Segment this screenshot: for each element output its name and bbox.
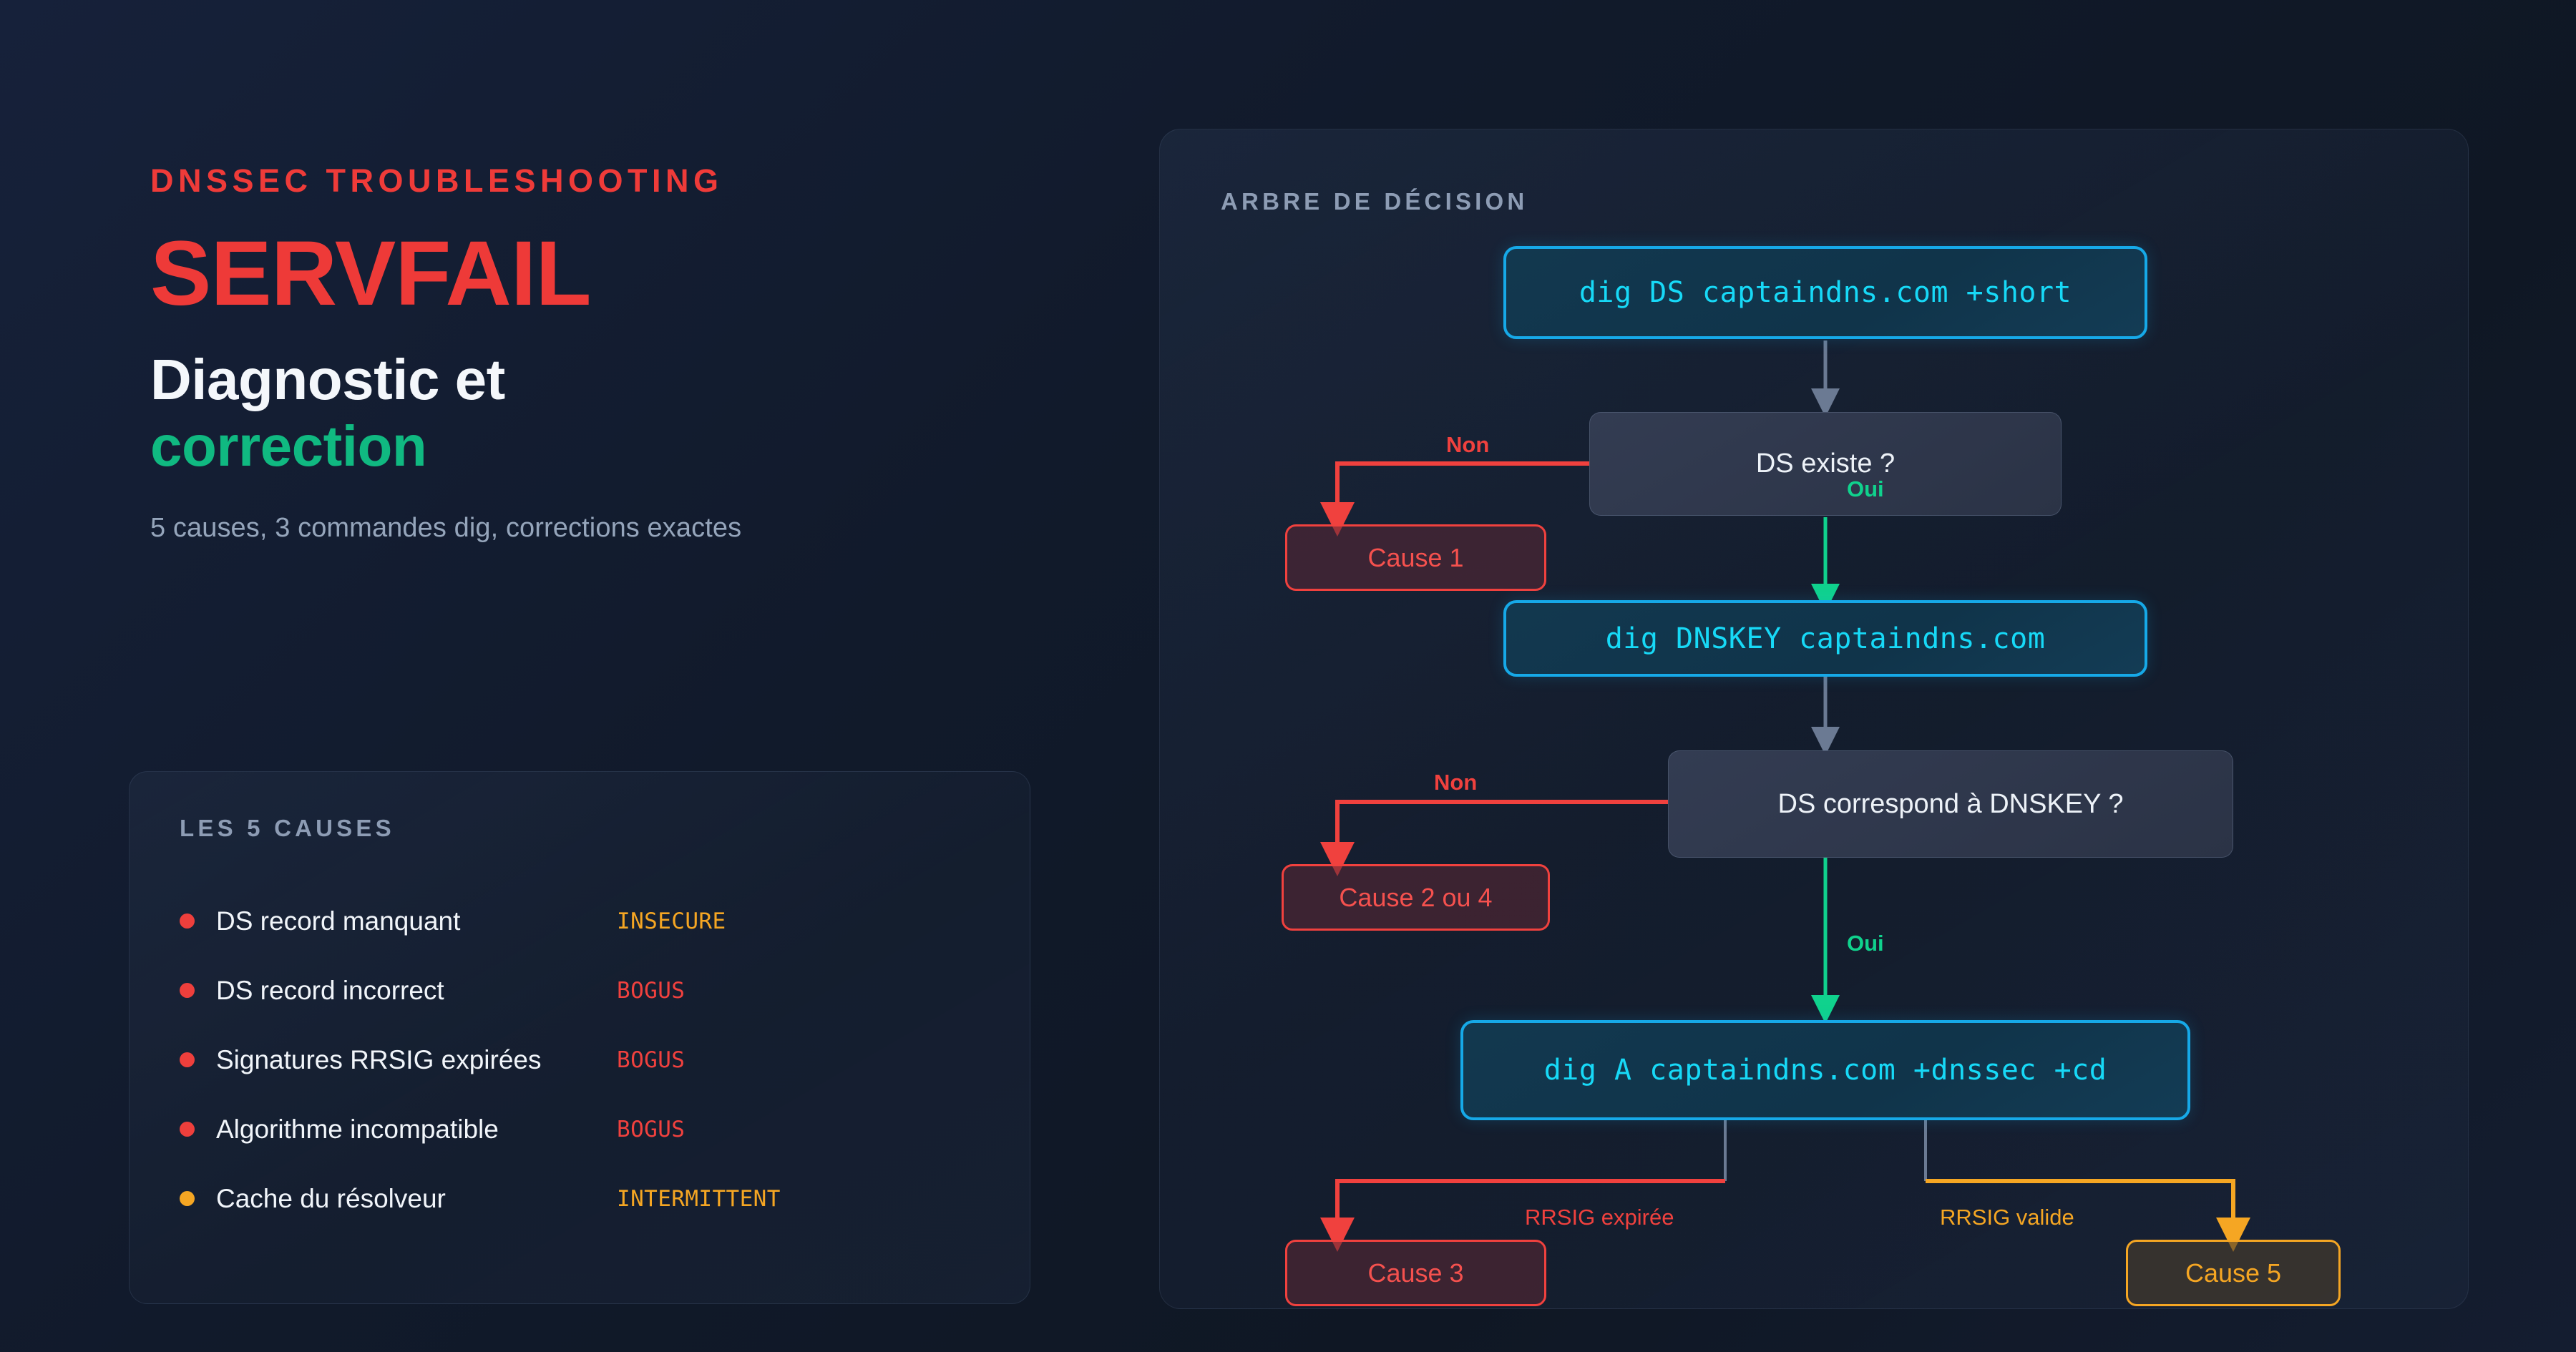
edge-label-oui-1: Oui xyxy=(1847,476,1884,501)
status-badge: INTERMITTENT xyxy=(617,1185,781,1212)
status-badge: BOGUS xyxy=(617,1047,686,1073)
cause-node-text: Cause 1 xyxy=(1367,542,1464,572)
command-node-text: dig A captaindns.com +dnssec +cd xyxy=(1543,1054,2107,1087)
edge-label-rrsig-expiree: RRSIG expirée xyxy=(1525,1205,1674,1230)
decision-node-text: DS correspond à DNSKEY ? xyxy=(1777,788,2124,819)
list-item: DS record incorrect BOGUS xyxy=(180,956,980,1025)
cause-node-1[interactable]: Cause 1 xyxy=(1285,524,1546,591)
hero-eyebrow: DNSSEC TROUBLESHOOTING xyxy=(150,162,723,199)
page-title: SERVFAIL xyxy=(150,222,592,325)
cause-node-2-or-4[interactable]: Cause 2 ou 4 xyxy=(1282,864,1550,931)
edge-label-non-1: Non xyxy=(1446,432,1490,457)
edge-label-non-2: Non xyxy=(1434,770,1478,795)
command-node-dig-a-dnssec[interactable]: dig A captaindns.com +dnssec +cd xyxy=(1460,1020,2190,1120)
hero-subtitle-primary: Diagnostic et xyxy=(150,348,505,411)
cause-node-text: Cause 2 ou 4 xyxy=(1339,882,1493,912)
causes-card-title: LES 5 CAUSES xyxy=(180,815,395,841)
command-node-text: dig DNSKEY captaindns.com xyxy=(1605,622,2046,655)
bullet-dot-icon xyxy=(180,1191,195,1206)
cause-node-5[interactable]: Cause 5 xyxy=(2126,1240,2341,1306)
bullet-dot-icon xyxy=(180,1052,195,1067)
cause-label: Algorithme incompatible xyxy=(216,1114,499,1144)
causes-list: DS record manquant INSECURE DS record in… xyxy=(180,886,980,1233)
cause-node-3[interactable]: Cause 3 xyxy=(1285,1240,1546,1306)
command-node-text: dig DS captaindns.com +short xyxy=(1579,276,2072,309)
decision-tree-panel: ARBRE DE DÉCISION xyxy=(1159,129,2469,1309)
hero-description: 5 causes, 3 commandes dig, corrections e… xyxy=(150,512,742,543)
cause-node-text: Cause 3 xyxy=(1367,1258,1464,1288)
cause-node-text: Cause 5 xyxy=(2185,1258,2282,1288)
status-badge: BOGUS xyxy=(617,1116,686,1142)
status-badge: INSECURE xyxy=(617,908,726,934)
hero-subtitle-accent: correction xyxy=(150,413,427,478)
bullet-dot-icon xyxy=(180,983,195,998)
bullet-dot-icon xyxy=(180,1122,195,1137)
decision-node-ds-matches-dnskey[interactable]: DS correspond à DNSKEY ? xyxy=(1668,750,2233,858)
causes-card: LES 5 CAUSES DS record manquant INSECURE… xyxy=(129,771,1030,1304)
cause-label: DS record incorrect xyxy=(216,975,444,1005)
cause-label: Signatures RRSIG expirées xyxy=(216,1044,542,1074)
list-item: Cache du résolveur INTERMITTENT xyxy=(180,1164,980,1233)
list-item: DS record manquant INSECURE xyxy=(180,886,980,956)
list-item: Signatures RRSIG expirées BOGUS xyxy=(180,1025,980,1094)
list-item: Algorithme incompatible BOGUS xyxy=(180,1094,980,1164)
decision-node-text: DS existe ? xyxy=(1755,449,1896,479)
bullet-dot-icon xyxy=(180,913,195,929)
edge-label-rrsig-valide: RRSIG valide xyxy=(1940,1205,2074,1230)
hero-column: DNSSEC TROUBLESHOOTING SERVFAIL Diagnost… xyxy=(150,165,1080,544)
status-badge: BOGUS xyxy=(617,977,686,1004)
edge-label-oui-2: Oui xyxy=(1847,931,1884,956)
decision-tree-title: ARBRE DE DÉCISION xyxy=(1221,188,1528,215)
decision-node-ds-exists[interactable]: DS existe ? xyxy=(1589,412,2062,516)
command-node-dig-dnskey[interactable]: dig DNSKEY captaindns.com xyxy=(1503,600,2147,677)
cause-label: DS record manquant xyxy=(216,906,461,936)
cause-label: Cache du résolveur xyxy=(216,1183,446,1213)
command-node-dig-ds[interactable]: dig DS captaindns.com +short xyxy=(1503,246,2147,339)
